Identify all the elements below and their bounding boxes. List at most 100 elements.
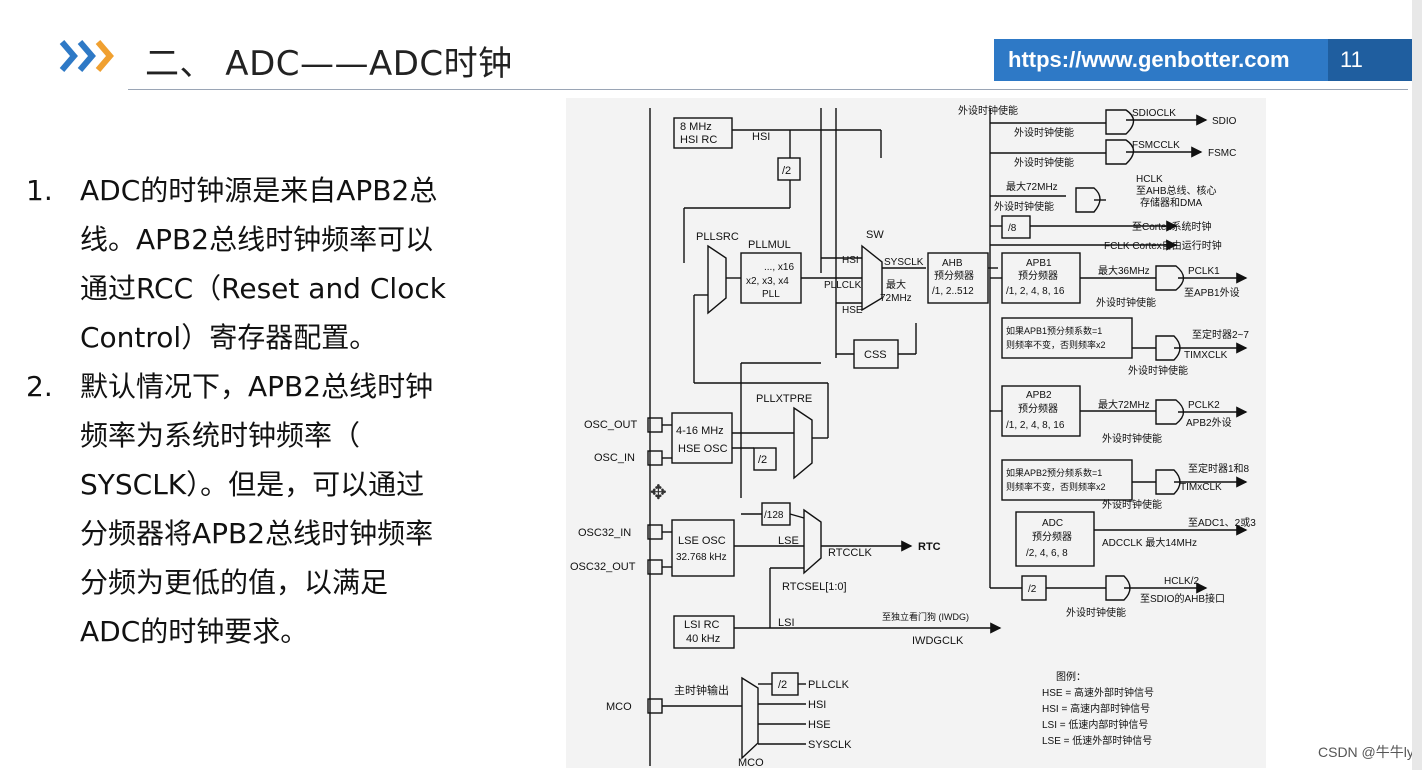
cortex-timer-label: 至Cortex系统时钟 [1132,220,1211,233]
apb1-note-1: 如果APB1预分频系数=1 [1006,325,1102,336]
enable-label-1: 外设时钟使能 [958,104,1018,117]
adc-line-2: 预分频器 [1032,530,1072,543]
hse-osc-line-2: HSE OSC [678,443,728,455]
pclk2-dest-label: APB2外设 [1186,417,1232,429]
tim-xclk-label: TIMxCLK [1180,482,1222,493]
ahb-line-2: 预分频器 [934,269,974,282]
legend-lse: LSE = 低速外部时钟信号 [1042,734,1152,747]
move-cursor-icon: ✥ [650,480,667,504]
pll-div2-label: /2 [758,454,767,466]
fclk-label: FCLK Cortex自由运行时钟 [1104,239,1222,252]
bullet-list: 1. ADC的时钟源是来自APB2总 线。APB2总线时钟频率可以 通过RCC（… [26,166,466,656]
timer18-label: 至定时器1和8 [1188,462,1250,475]
mco-mux-label: MCO [738,757,764,768]
pllxtpre-label: PLLXTPRE [756,393,812,405]
osc-in-label: OSC_IN [594,452,635,464]
lse-label: LSE [778,535,799,547]
hclk2-label: HCLK/2 [1164,576,1199,587]
hclk-label: HCLK [1136,174,1163,185]
pllsrc-label: PLLSRC [696,231,739,243]
hsi-label: HSI [752,131,770,143]
list-line: SYSCLK）。但是，可以通过 [80,468,425,501]
pllmul-label: PLLMUL [748,239,791,251]
apb1-line-1: APB1 [1026,258,1052,269]
list-line: Control）寄存器配置。 [80,321,378,354]
pllclk-label: PLLCLK [824,280,862,291]
max72-ahb-label: 最大72MHz [1006,180,1058,193]
fsmcclk-label: FSMCCLK [1132,140,1180,151]
hsi-rc-label-1: 8 MHz [680,121,712,133]
osc-out-label: OSC_OUT [584,419,637,431]
adc-line-1: ADC [1042,518,1063,529]
div128-label: /128 [764,510,784,521]
sdioclk-label: SDIOCLK [1132,108,1176,119]
list-line: 线。APB2总线时钟频率可以 [80,223,434,256]
fsmc-label: FSMC [1208,148,1236,159]
list-line: 频率为系统时钟频率（ [80,419,361,452]
sdio-label: SDIO [1212,116,1237,127]
hclk-dest-2: 存储器和DMA [1140,196,1203,209]
clock-tree-svg: 8 MHz HSI RC HSI /2 PLLSRC PLLMUL ..., x… [570,104,1256,768]
enable-label-5: 外设时钟使能 [1096,296,1156,309]
list-number: 2. [26,370,53,403]
pll-box-line-1: ..., x16 [764,262,794,273]
list-line: 分频为更低的值，以满足 [80,566,389,599]
pll-box-line-3: PLL [762,289,780,300]
hsi-rc-label-2: HSI RC [680,134,717,146]
list-line: 分频器将APB2总线时钟频率 [80,517,434,550]
osc32-in-label: OSC32_IN [578,527,631,539]
enable-label-9: 外设时钟使能 [1066,606,1126,619]
list-line: ADC的时钟要求。 [80,615,309,648]
mco-output-label: 主时钟输出 [674,683,729,697]
max72-line-1: 最大 [886,278,906,291]
apb1-note-2: 则频率不变，否则频率x2 [1006,339,1106,350]
pll-box-line-2: x2, x3, x4 [746,276,789,287]
max72-apb2-label: 最大72MHz [1098,398,1150,411]
lsi-rc-line-2: 40 kHz [686,633,720,645]
iwdgclk-label: IWDGCLK [912,635,964,647]
apb2-line-2: 预分频器 [1018,402,1058,415]
apb2-line-1: APB2 [1026,390,1052,401]
hclk-div2-box-label: /2 [1028,584,1037,595]
window-edge [1412,0,1422,770]
legend-hsi: HSI = 高速内部时钟信号 [1042,702,1150,715]
list-line: ADC的时钟源是来自APB2总 [80,174,438,207]
enable-label-8: 外设时钟使能 [1102,498,1162,511]
slide-title: 二、 ADC——ADC时钟 [145,44,513,84]
pclk1-label: PCLK1 [1188,266,1220,277]
sdio-ahb-label: 至SDIO的AHB接口 [1140,592,1225,605]
apb2-note-1: 如果APB2预分频系数=1 [1006,467,1102,478]
enable-label-7: 外设时钟使能 [1102,432,1162,445]
lse-osc-line-1: LSE OSC [678,535,726,547]
rtc-label: RTC [918,541,941,553]
div2-label: /2 [782,165,791,177]
list-number: 1. [26,174,53,207]
mco-input-sysclk: SYSCLK [808,739,852,751]
div8-label: /8 [1008,223,1017,234]
rtcclk-label: RTCCLK [828,547,872,559]
mco-input-hsi: HSI [808,699,826,711]
adc-line-3: /2, 4, 6, 8 [1026,548,1068,559]
list-line: 通过RCC（Reset and Clock [80,272,446,305]
pclk1-dest-label: 至APB1外设 [1184,287,1240,299]
lse-osc-line-2: 32.768 kHz [676,552,727,563]
hclk-dest-1: 至AHB总线、核心 [1136,184,1217,197]
rtcsel-label: RTCSEL[1:0] [782,581,847,593]
lsi-rc-line-1: LSI RC [684,619,720,631]
list-line: 默认情况下，APB2总线时钟 [80,370,434,403]
apb1-line-2: 预分频器 [1018,269,1058,282]
mco-div2-label: /2 [778,679,787,691]
max72-line-2: 72MHz [880,293,912,304]
apb2-note-2: 则频率不变，否则频率x2 [1006,481,1106,492]
list-item: 1. ADC的时钟源是来自APB2总 线。APB2总线时钟频率可以 通过RCC（… [26,166,466,362]
sw-label: SW [866,229,884,241]
mco-input-hse: HSE [808,719,831,731]
adcclk-label: ADCCLK 最大14MHz [1102,536,1197,549]
osc32-out-label: OSC32_OUT [570,561,636,573]
hse-osc-line-1: 4-16 MHz [676,425,724,437]
website-url-banner: https://www.genbotter.com [994,39,1328,81]
enable-label-3: 外设时钟使能 [1014,156,1074,169]
title-divider [128,89,1408,90]
ahb-line-1: AHB [942,258,963,269]
